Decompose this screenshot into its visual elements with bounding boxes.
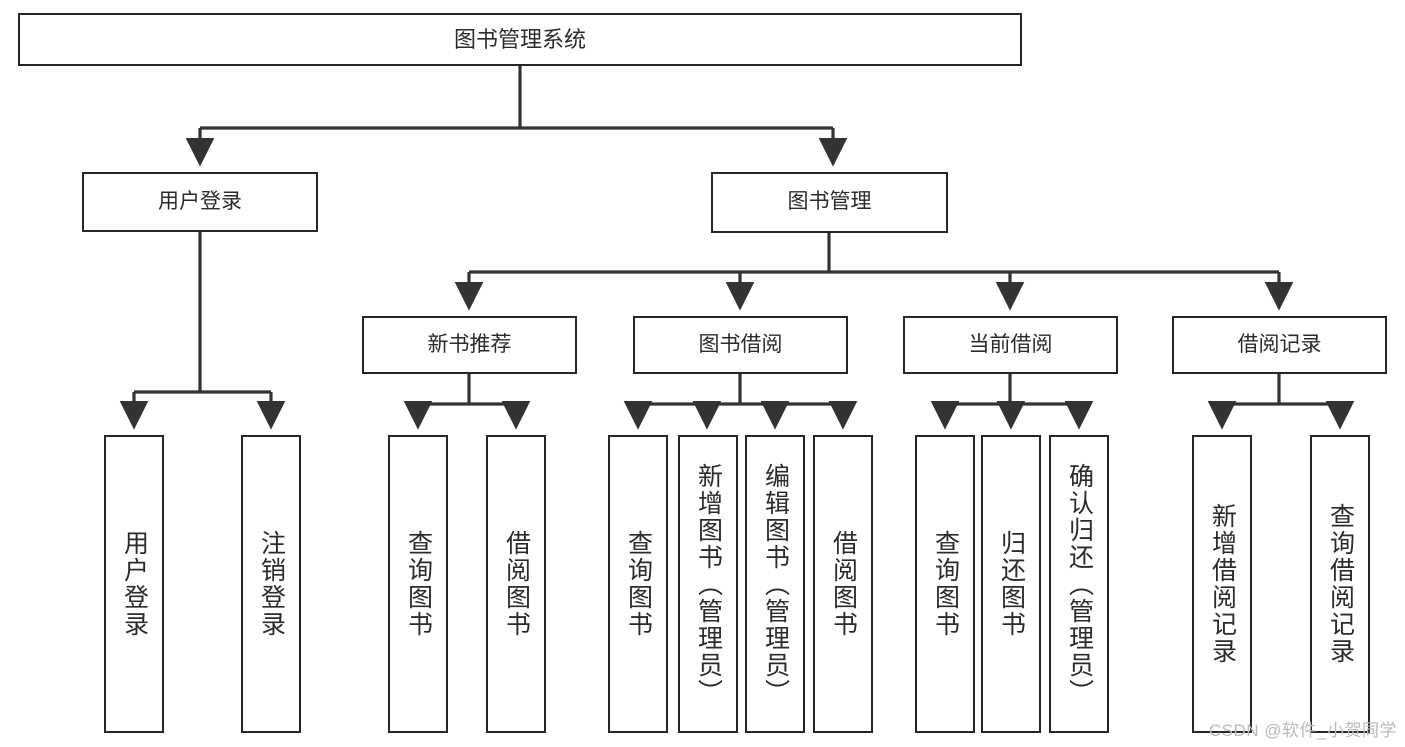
node-label: 图书管理	[787, 190, 872, 214]
node-label: 新增借阅记录	[1208, 503, 1237, 665]
node-leaf-logout-login[interactable]: 注销登录	[241, 435, 301, 733]
node-label: 新增图书（管理员）	[694, 462, 723, 706]
node-label: 查询借阅记录	[1326, 503, 1355, 665]
node-label: 借阅记录	[1237, 332, 1322, 356]
node-leaf-user-login[interactable]: 用户登录	[104, 435, 164, 733]
node-book-management-system[interactable]: 图书管理系统	[18, 13, 1022, 66]
watermark: CSDN @软件_小贺同学	[1208, 721, 1397, 740]
node-label: 当前借阅	[968, 332, 1053, 356]
node-leaf-query-book-1[interactable]: 查询图书	[388, 435, 448, 733]
node-label: 确认归还（管理员）	[1065, 462, 1094, 706]
node-label: 查询图书	[404, 530, 433, 638]
node-label: 借阅图书	[829, 530, 858, 638]
node-label: 用户登录	[120, 530, 149, 638]
node-label: 注销登录	[257, 530, 286, 638]
node-leaf-confirm-return-admin[interactable]: 确认归还（管理员）	[1049, 435, 1109, 733]
node-label: 编辑图书（管理员）	[761, 462, 790, 706]
node-leaf-add-borrow-record[interactable]: 新增借阅记录	[1192, 435, 1252, 733]
node-leaf-edit-book-admin[interactable]: 编辑图书（管理员）	[745, 435, 805, 733]
node-label: 新书推荐	[427, 332, 512, 356]
node-label: 查询图书	[931, 530, 960, 638]
node-label: 图书借阅	[698, 332, 783, 356]
node-label: 借阅图书	[502, 530, 531, 638]
node-label: 图书管理系统	[453, 26, 586, 52]
node-leaf-query-book-3[interactable]: 查询图书	[915, 435, 975, 733]
node-leaf-return-book[interactable]: 归还图书	[981, 435, 1041, 733]
node-leaf-borrow-book-2[interactable]: 借阅图书	[813, 435, 873, 733]
node-borrow-record[interactable]: 借阅记录	[1172, 316, 1387, 374]
node-label: 用户登录	[158, 189, 242, 213]
node-current-borrow[interactable]: 当前借阅	[903, 316, 1118, 374]
node-book-management[interactable]: 图书管理	[711, 172, 948, 233]
node-label: 归还图书	[997, 530, 1026, 638]
node-label: 查询图书	[624, 530, 653, 638]
node-leaf-borrow-book-1[interactable]: 借阅图书	[486, 435, 546, 733]
node-user-login[interactable]: 用户登录	[82, 172, 318, 232]
node-leaf-query-book-2[interactable]: 查询图书	[608, 435, 668, 733]
node-leaf-query-borrow-record[interactable]: 查询借阅记录	[1310, 435, 1370, 733]
node-book-borrow[interactable]: 图书借阅	[633, 316, 848, 374]
node-new-book-recommend[interactable]: 新书推荐	[362, 316, 577, 374]
node-leaf-add-book-admin[interactable]: 新增图书（管理员）	[678, 435, 738, 733]
